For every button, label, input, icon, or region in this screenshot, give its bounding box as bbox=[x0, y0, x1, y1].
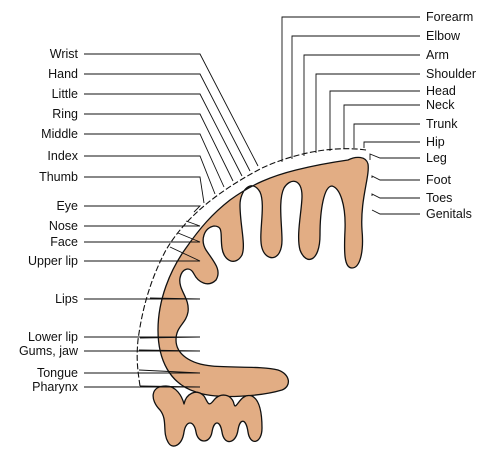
leader-lower-lip bbox=[84, 337, 200, 338]
label-shoulder: Shoulder bbox=[426, 67, 476, 81]
label-ring: Ring bbox=[52, 107, 78, 121]
label-nose: Nose bbox=[49, 219, 78, 233]
label-little: Little bbox=[52, 87, 78, 101]
label-head: Head bbox=[426, 84, 456, 98]
label-hand: Hand bbox=[48, 67, 78, 81]
label-pharynx: Pharynx bbox=[32, 380, 79, 394]
label-eye: Eye bbox=[56, 199, 78, 213]
label-toes: Toes bbox=[426, 191, 452, 205]
leader-foot bbox=[372, 176, 420, 180]
leader-little bbox=[84, 94, 242, 176]
leader-nose bbox=[84, 221, 200, 226]
label-lips: Lips bbox=[55, 292, 78, 306]
label-neck: Neck bbox=[426, 98, 455, 112]
leader-thumb bbox=[84, 177, 204, 203]
label-arm: Arm bbox=[426, 48, 449, 62]
leader-wrist bbox=[84, 54, 258, 166]
label-middle: Middle bbox=[41, 127, 78, 141]
leader-leg bbox=[370, 154, 420, 160]
leader-forearm bbox=[282, 17, 420, 162]
leader-toes bbox=[372, 194, 420, 198]
label-genitals: Genitals bbox=[426, 207, 472, 221]
leader-shoulder bbox=[316, 74, 420, 153]
cortex-section bbox=[158, 157, 368, 396]
leader-middle bbox=[84, 134, 224, 187]
label-upper-lip: Upper lip bbox=[28, 254, 78, 268]
label-gums-jaw: Gums, jaw bbox=[19, 344, 79, 358]
leader-gums-jaw bbox=[84, 350, 200, 351]
label-thumb: Thumb bbox=[39, 170, 78, 184]
label-foot: Foot bbox=[426, 173, 452, 187]
label-hip: Hip bbox=[426, 135, 445, 149]
label-wrist: Wrist bbox=[50, 47, 79, 61]
leader-ring bbox=[84, 114, 233, 181]
label-leg: Leg bbox=[426, 151, 447, 165]
leader-hip bbox=[364, 142, 420, 148]
label-index: Index bbox=[47, 149, 78, 163]
leader-face bbox=[84, 233, 200, 242]
leader-arm bbox=[304, 55, 420, 156]
label-trunk: Trunk bbox=[426, 117, 458, 131]
leader-eye bbox=[84, 206, 200, 212]
label-face: Face bbox=[50, 235, 78, 249]
label-elbow: Elbow bbox=[426, 29, 461, 43]
leader-genitals bbox=[372, 210, 420, 214]
label-lower-lip: Lower lip bbox=[28, 330, 78, 344]
leader-elbow bbox=[292, 36, 420, 159]
label-tongue: Tongue bbox=[37, 366, 78, 380]
leader-index bbox=[84, 156, 215, 194]
label-forearm: Forearm bbox=[426, 10, 473, 24]
